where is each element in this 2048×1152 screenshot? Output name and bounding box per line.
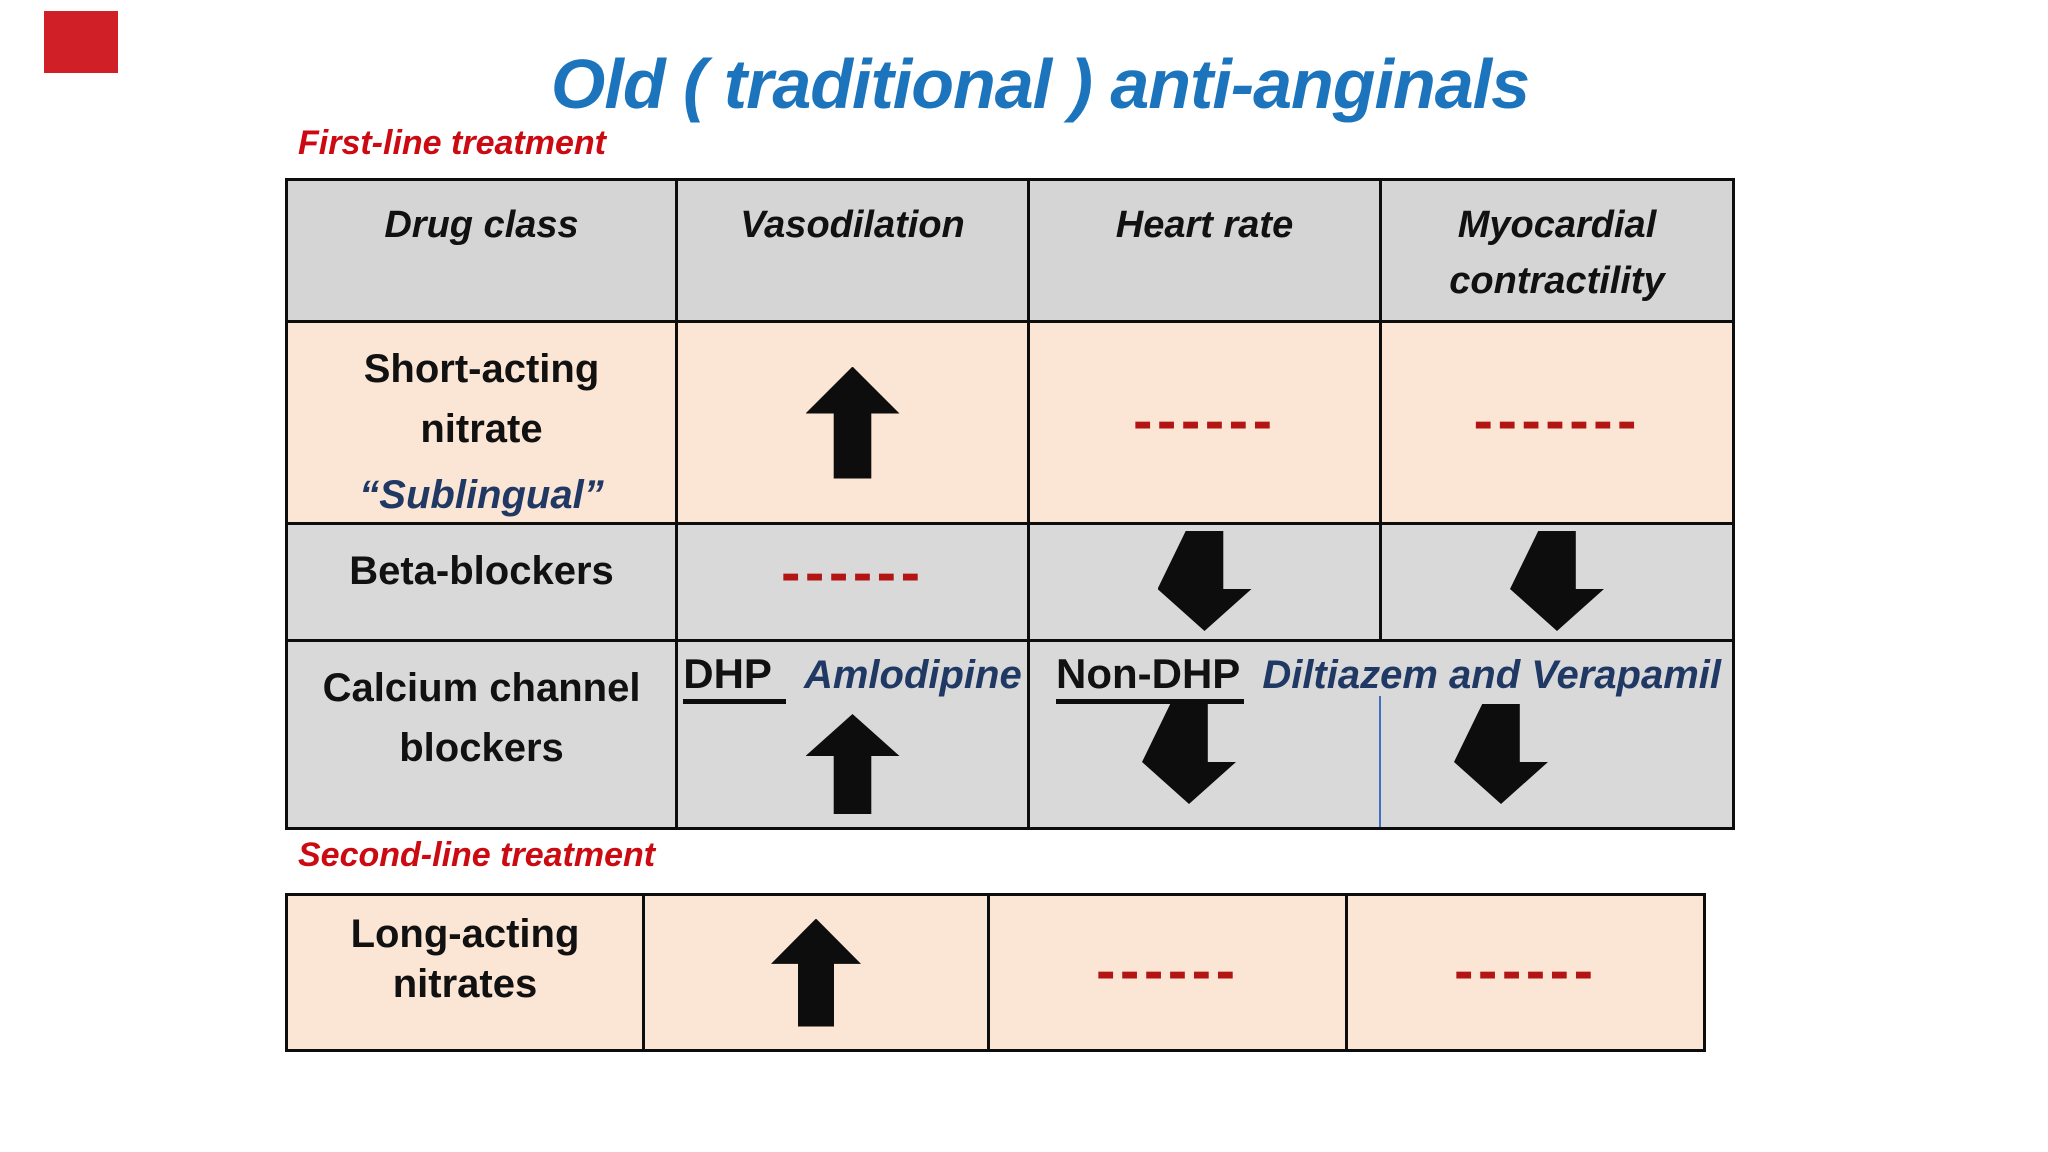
cell-nitrate-myocardial: ------- [1382,323,1732,525]
no-effect-dashes: ------- [1473,394,1641,451]
down-arrow-icon [1157,531,1252,631]
dhp-label: DHP [683,650,786,704]
cell-longnitrate-myocardial: ------ [1348,896,1703,1049]
second-line-table: Long-acting nitrates ------ ------ [285,893,1706,1052]
down-arrow-icon [1510,531,1604,631]
drug-name-line: Long-acting [350,911,580,956]
cell-beta-heart-rate [1030,525,1382,642]
drug-name-line: Beta-blockers [349,549,614,593]
second-line-treatment-label: Second-line treatment [298,836,656,874]
drug-name-line: nitrate [420,407,543,451]
cell-short-acting-nitrate: Short-acting nitrate “Sublingual” [288,323,678,525]
drug-name-line: Calcium channel [322,666,641,710]
first-line-treatment-label: First-line treatment [298,124,606,162]
cell-long-acting-nitrates: Long-acting nitrates [288,896,645,1049]
column-divider-line [1379,696,1381,827]
drug-name-line: Short-acting [363,347,600,391]
drug-name-line: blockers [399,726,564,770]
no-effect-dashes: ------ [1453,944,1598,1001]
cell-calcium-channel-blockers: Calcium channel blockers [288,642,678,827]
nondhp-label: Non-DHP [1056,650,1245,704]
cell-nitrate-vasodilation [678,323,1030,525]
first-line-table: Drug class Vasodilation Heart rate Myoca… [285,178,1735,830]
amlodipine-label: Amlodipine [803,653,1022,697]
cell-longnitrate-vasodilation [645,896,990,1049]
cell-beta-myocardial [1382,525,1732,642]
no-effect-dashes: ------ [780,547,925,603]
header-label: Myocardial contractility [1449,204,1665,302]
down-arrow-icon [1142,704,1236,804]
dhp-line: DHP Amlodipine [683,642,1022,704]
cell-beta-blockers: Beta-blockers [288,525,678,642]
header-heart-rate: Heart rate [1030,181,1382,323]
down-arrow-icon [1454,704,1548,804]
cell-longnitrate-heart-rate: ------ [990,896,1348,1049]
cell-beta-vasodilation: ------ [678,525,1030,642]
nondhp-line: Non-DHP Diltiazem and Verapamil [1030,642,1721,704]
sublingual-note: “Sublingual” [359,473,604,517]
cell-nitrate-heart-rate: ------ [1030,323,1382,525]
corner-red-rectangle [44,11,118,73]
no-effect-dashes: ------ [1095,944,1240,1001]
diltiazem-verapamil-label: Diltiazem and Verapamil [1262,653,1721,697]
header-label: Heart rate [1115,204,1294,246]
up-arrow-icon [805,366,900,479]
up-arrow-icon [771,918,861,1027]
no-effect-dashes: ------ [1132,394,1277,451]
header-drug-class: Drug class [288,181,678,323]
drug-name-line: nitrates [392,961,538,1006]
up-arrow-icon [805,714,900,814]
cell-dhp-vasodilation: DHP Amlodipine [678,642,1030,827]
header-vasodilation: Vasodilation [678,181,1030,323]
cell-nondhp-merged: Non-DHP Diltiazem and Verapamil [1030,642,1732,827]
header-myocardial-contractility: Myocardial contractility [1382,181,1732,323]
header-label: Vasodilation [740,204,965,246]
header-label: Drug class [384,204,579,246]
page-title: Old ( traditional ) anti-anginals [550,45,1530,123]
